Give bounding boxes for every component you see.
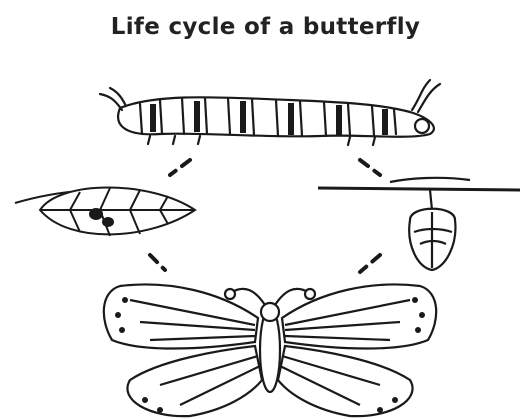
caterpillar-icon	[100, 80, 440, 145]
butterfly-icon	[104, 284, 436, 416]
chrysalis-icon	[318, 178, 520, 270]
eggs-on-leaf-icon	[15, 188, 195, 237]
